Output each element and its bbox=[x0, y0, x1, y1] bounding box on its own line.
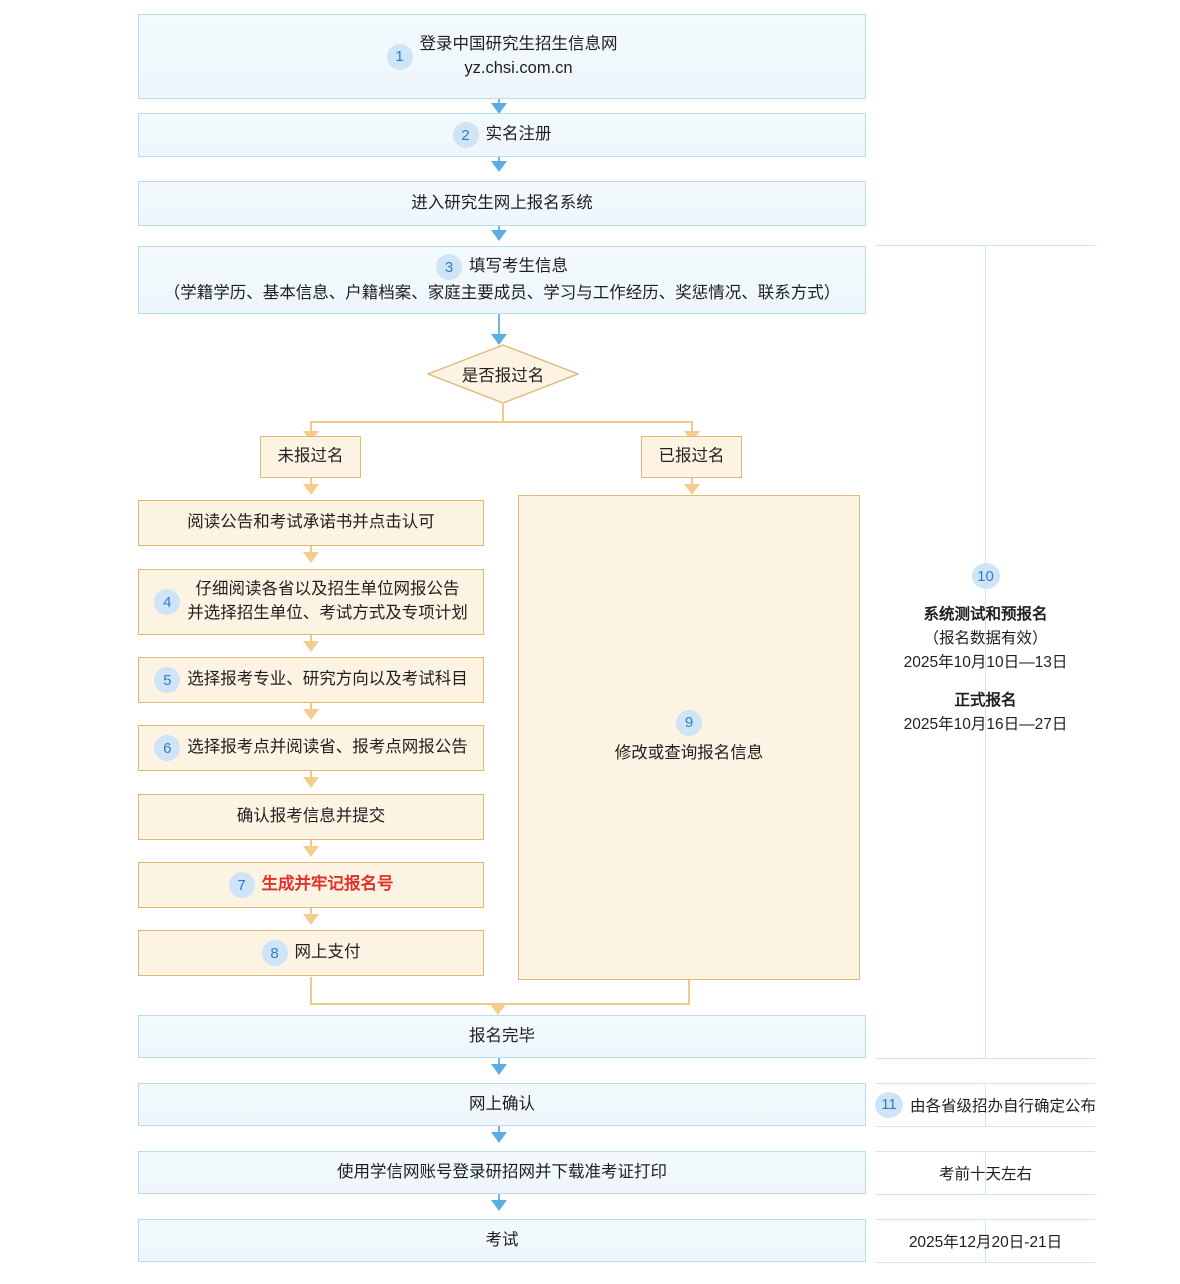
decision-label: 是否报过名 bbox=[461, 367, 545, 385]
registration-complete-box[interactable]: 报名完毕 bbox=[138, 1015, 866, 1058]
step-badge-6: 6 bbox=[154, 735, 181, 761]
step-6-label: 选择报考点并阅读省、报考点网报公告 bbox=[187, 738, 468, 757]
timeline-row-2: 考前十天左右 bbox=[876, 1151, 1095, 1194]
decision-registered-before[interactable]: 是否报过名 bbox=[427, 344, 579, 404]
step-1-line-2: yz.chsi.com.cn bbox=[464, 58, 573, 77]
step-1-login-box[interactable]: 1 登录中国研究生招生信息网 yz.chsi.com.cn bbox=[138, 14, 866, 99]
download-admission-ticket-box[interactable]: 使用学信网账号登录研招网并下载准考证打印 bbox=[138, 1151, 866, 1194]
step-3-title-row: 3 填写考生信息 bbox=[436, 254, 568, 281]
step-4-text: 仔细阅读各省以及招生单位网报公告 并选择招生单位、考试方式及专项计划 bbox=[187, 578, 468, 626]
timeline-row-1-text: 由各省级招办自行确定公布 bbox=[910, 1097, 1097, 1115]
registration-complete-label: 报名完毕 bbox=[469, 1026, 535, 1045]
online-confirmation-box[interactable]: 网上确认 bbox=[138, 1083, 866, 1126]
timeline-rule-7 bbox=[876, 1262, 1095, 1263]
step-10-pre-title: 系统测试和预报名 bbox=[923, 606, 1048, 623]
read-announcement-box[interactable]: 阅读公告和考试承诺书并点击认可 bbox=[138, 500, 484, 546]
step-4-line-1: 仔细阅读各省以及招生单位网报公告 bbox=[195, 580, 460, 599]
step-8-online-payment-box[interactable]: 8 网上支付 bbox=[138, 930, 484, 976]
exam-box[interactable]: 考试 bbox=[138, 1219, 866, 1262]
step-badge-3: 3 bbox=[436, 254, 462, 281]
branch-already-registered-label: 已报过名 bbox=[658, 447, 725, 466]
step-3-line-2: （学籍学历、基本信息、户籍档案、家庭主要成员、学习与工作经历、奖惩情况、联系方式… bbox=[163, 284, 841, 303]
step-2-realname-box[interactable]: 2 实名注册 bbox=[138, 113, 866, 157]
branch-already-registered-box[interactable]: 已报过名 bbox=[641, 436, 742, 478]
timeline-vline-upper bbox=[985, 245, 986, 1058]
online-confirmation-label: 网上确认 bbox=[469, 1094, 535, 1113]
step-5-label: 选择报考专业、研究方向以及考试科目 bbox=[187, 670, 468, 689]
step-10-pre-date: 2025年10月10日—13日 bbox=[903, 654, 1068, 672]
timeline-row-1: 11 由各省级招办自行确定公布 bbox=[875, 1083, 1097, 1126]
timeline-vline-row-1 bbox=[985, 1083, 986, 1126]
timeline-rule-5 bbox=[876, 1194, 1095, 1195]
step-10-formal-date: 2025年10月16日—27日 bbox=[903, 716, 1068, 734]
timeline-vline-row-3 bbox=[985, 1219, 986, 1262]
step-5-select-major-box[interactable]: 5 选择报考专业、研究方向以及考试科目 bbox=[138, 657, 484, 703]
exam-label: 考试 bbox=[485, 1230, 519, 1249]
diamond-shape bbox=[427, 344, 579, 404]
confirm-and-submit-box[interactable]: 确认报考信息并提交 bbox=[138, 794, 484, 840]
download-admission-ticket-label: 使用学信网账号登录研招网并下载准考证打印 bbox=[337, 1162, 667, 1181]
step-badge-11: 11 bbox=[875, 1091, 903, 1118]
step-badge-9: 9 bbox=[676, 709, 702, 736]
step-10-pre-subtitle: （报名数据有效） bbox=[923, 630, 1048, 648]
step-1-text: 登录中国研究生招生信息网 yz.chsi.com.cn bbox=[420, 33, 618, 81]
step-badge-1: 1 bbox=[386, 43, 413, 70]
enter-registration-system-label: 进入研究生网上报名系统 bbox=[411, 193, 593, 212]
branch-not-registered-box[interactable]: 未报过名 bbox=[260, 436, 361, 478]
read-announcement-label: 阅读公告和考试承诺书并点击认可 bbox=[187, 513, 435, 532]
enter-registration-system-box[interactable]: 进入研究生网上报名系统 bbox=[138, 181, 866, 226]
step-9-modify-or-query-box[interactable]: 9 修改或查询报名信息 bbox=[518, 495, 860, 980]
step-3-line-1: 填写考生信息 bbox=[469, 257, 568, 276]
step-badge-7: 7 bbox=[228, 872, 255, 898]
step-8-label: 网上支付 bbox=[294, 943, 361, 962]
step-4-line-2: 并选择招生单位、考试方式及专项计划 bbox=[187, 604, 468, 622]
step-1-line-1: 登录中国研究生招生信息网 bbox=[419, 34, 618, 53]
step-2-label: 实名注册 bbox=[485, 125, 552, 144]
step-6-select-exam-site-box[interactable]: 6 选择报考点并阅读省、报考点网报公告 bbox=[138, 725, 484, 771]
step-10-formal-title: 正式报名 bbox=[954, 692, 1017, 710]
step-badge-2: 2 bbox=[452, 122, 479, 148]
step-4-read-provincial-announcement-box[interactable]: 4 仔细阅读各省以及招生单位网报公告 并选择招生单位、考试方式及专项计划 bbox=[138, 569, 484, 635]
step-badge-10: 10 bbox=[971, 563, 1000, 589]
step-10-schedule-block: 10 系统测试和预报名 （报名数据有效） 2025年10月10日—13日 正式报… bbox=[876, 563, 1095, 737]
timeline-row-2-text: 考前十天左右 bbox=[938, 1165, 1032, 1183]
timeline-row-3-text: 2025年12月20日-21日 bbox=[908, 1233, 1063, 1251]
branch-not-registered-label: 未报过名 bbox=[277, 447, 344, 466]
timeline-rule-1 bbox=[876, 1058, 1095, 1059]
timeline-rule-3 bbox=[876, 1126, 1095, 1127]
step-9-label: 修改或查询报名信息 bbox=[614, 743, 764, 762]
step-badge-5: 5 bbox=[154, 667, 181, 693]
step-3-fill-candidate-info-box[interactable]: 3 填写考生信息 （学籍学历、基本信息、户籍档案、家庭主要成员、学习与工作经历、… bbox=[138, 246, 866, 314]
step-7-registration-number-box[interactable]: 7 生成并牢记报名号 bbox=[138, 862, 484, 908]
timeline-row-3: 2025年12月20日-21日 bbox=[876, 1219, 1095, 1262]
step-7-label: 生成并牢记报名号 bbox=[261, 875, 394, 894]
step-badge-4: 4 bbox=[154, 589, 181, 615]
timeline-vline-row-2 bbox=[985, 1151, 986, 1194]
confirm-and-submit-label: 确认报考信息并提交 bbox=[236, 807, 386, 826]
step-badge-8: 8 bbox=[261, 940, 288, 966]
